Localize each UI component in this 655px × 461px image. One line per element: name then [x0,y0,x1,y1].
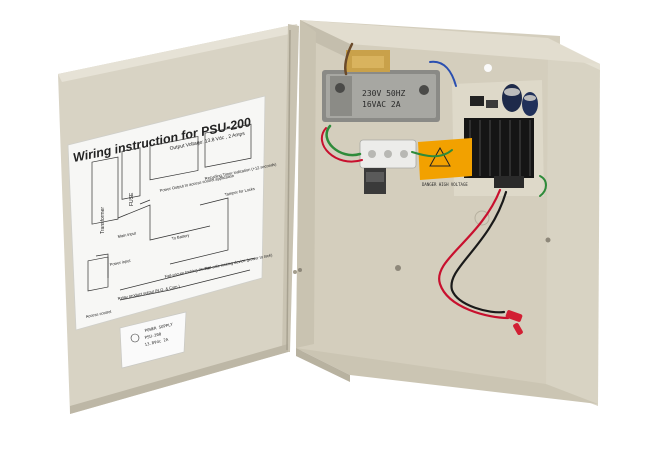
wire-battery-red [438,188,510,320]
battery-connector-red [513,323,523,335]
wiring-instruction-card: Wiring instruction for PSU-200 Output Vo… [67,95,277,331]
power-supply-pcb [452,80,544,196]
to-battery-label: To Battery [171,232,190,240]
heatsink [464,118,534,178]
wire-red [320,127,363,163]
product-label-line2: PSU-200 [144,331,162,340]
product-label-line1: POWER SUPPLY [144,321,174,333]
wire-battery-black [450,190,508,314]
wire-green-3 [539,175,547,197]
power-input-label: Power input [109,258,132,267]
knockout-hole [545,237,551,243]
knockout-hole [474,210,490,226]
wiring-harness [320,42,547,320]
tamper-switch-label: Tamper for Locks [224,186,255,197]
fuse-label: FUSE [129,192,135,206]
battery-connectors [505,310,523,335]
wire-green [325,124,362,157]
wire-blue [429,60,457,87]
transformer-label-line2: 16VAC 2A [362,100,401,109]
knockout-hole [395,265,401,271]
warning-label-text: DANGER HIGH VOLTAGE [422,182,468,187]
transformer-label-line1: 230V 50HZ [362,89,406,98]
knockout-hole [484,64,492,72]
main-input-label: Main input [117,230,137,239]
access-control-label: Access control [85,309,112,319]
transformer-label: Transformer [100,207,106,234]
wiring-schematic [87,123,256,301]
knockout-hole [298,268,302,272]
battery-connector-red [505,310,523,322]
product-label: POWER SUPPLY PSU-200 13.8Vdc 2A [119,311,187,369]
terminal-block [359,139,417,194]
wire-green-2 [411,149,453,158]
product-label-line3: 13.8Vdc 2A [144,337,169,347]
transformer: 230V 50HZ 16VAC 2A [322,50,440,122]
wire-brown [344,42,354,76]
